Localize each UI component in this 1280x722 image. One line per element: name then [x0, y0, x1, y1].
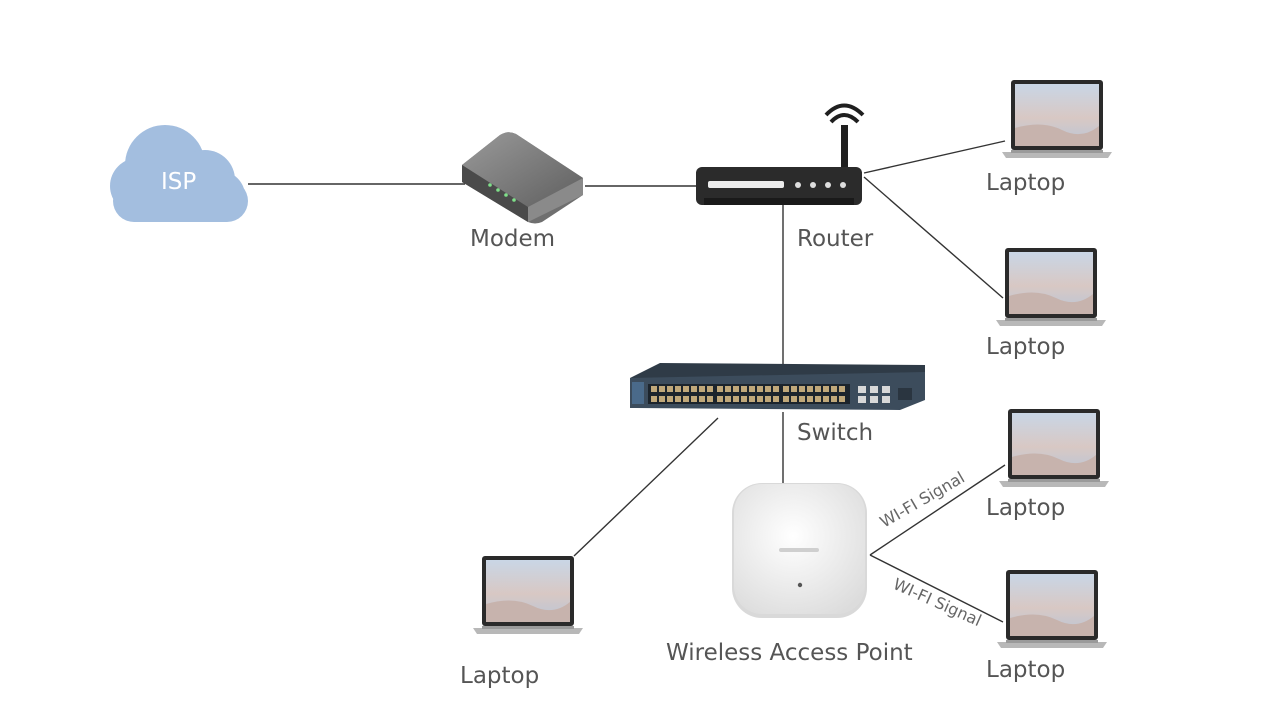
modem-icon [462, 132, 583, 224]
laptop-icon [997, 570, 1107, 648]
switch-label: Switch [797, 420, 874, 446]
link-router-laptop-1 [863, 140, 1006, 174]
access-point-label: Wireless Access Point [666, 640, 913, 666]
laptop-label: Laptop [986, 657, 1066, 683]
laptop-label: Laptop [986, 170, 1066, 196]
access-point-icon [732, 483, 867, 618]
laptop-icon [996, 248, 1106, 326]
link-router-laptop-2 [863, 176, 1004, 299]
link-ap-laptop-4 [869, 554, 1004, 623]
laptop-icon [1002, 80, 1112, 158]
laptop-icon [999, 409, 1109, 487]
laptop-icon [473, 556, 583, 634]
link-switch-laptop-5 [573, 417, 719, 557]
switch-icon [630, 363, 925, 410]
router-icon [696, 103, 865, 205]
laptop-label: Laptop [986, 334, 1066, 360]
isp-label: ISP [161, 169, 197, 195]
wifi-signal-label-2: WI-FI Signal [890, 574, 984, 630]
connection-lines [248, 140, 1006, 623]
laptop-label: Laptop [986, 495, 1066, 521]
laptop-label: Laptop [460, 663, 540, 689]
cloud-icon [110, 125, 248, 222]
modem-label: Modem [470, 226, 556, 252]
link-ap-laptop-3 [869, 464, 1006, 556]
router-label: Router [797, 226, 874, 252]
